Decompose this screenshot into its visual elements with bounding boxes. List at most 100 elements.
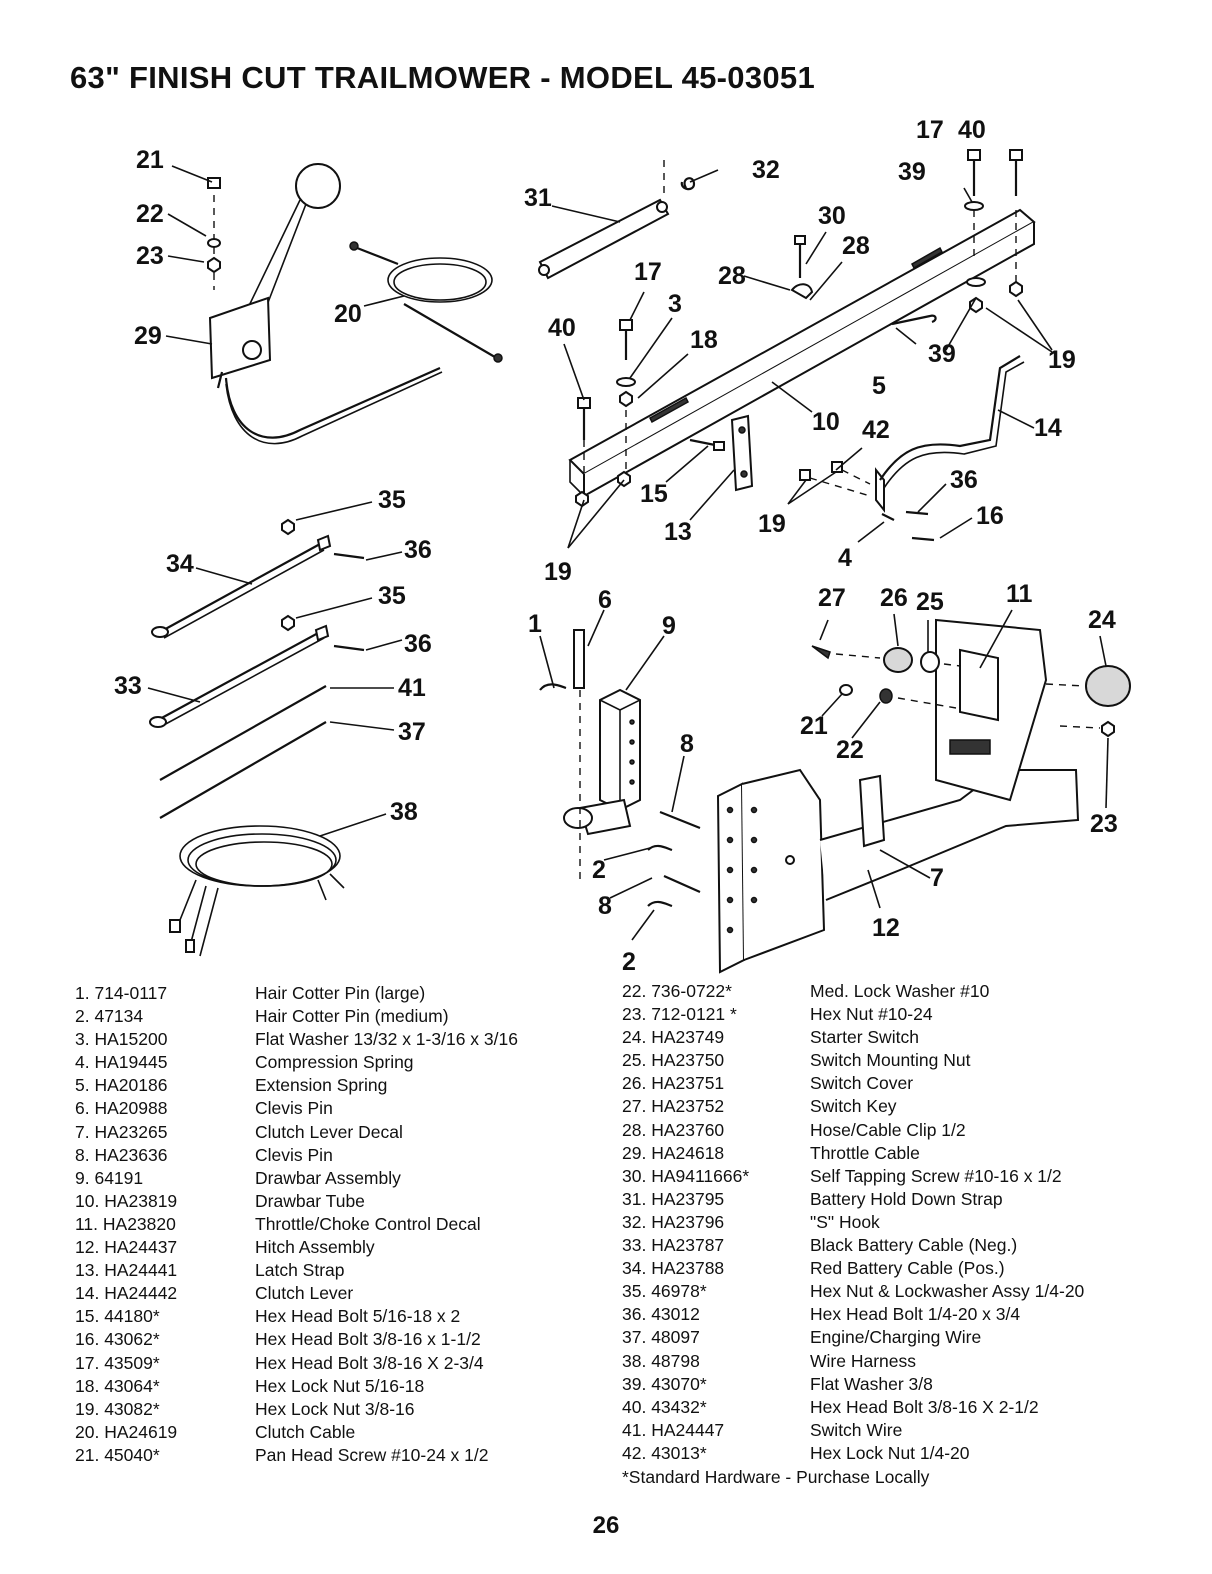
callout-35-bottom: 35 [378,582,406,610]
diagram-svg: 21 22 23 29 20 31 32 17 40 39 30 28 28 1… [114,116,1131,976]
clutch-cable-coil [349,241,503,363]
callout-38: 38 [390,798,418,826]
callout-27: 27 [818,584,846,612]
list-item: 42. 43013*Hex Lock Nut 1/4-20 [622,1442,970,1463]
callout-11: 11 [1006,580,1033,608]
list-item: 23. 712-0121 *Hex Nut #10-24 [622,1004,933,1025]
hitch-assembly [647,618,1080,974]
callout-6: 6 [598,586,612,614]
callout-18: 18 [690,326,718,354]
list-item: 17. 43509*Hex Head Bolt 3/8-16 X 2-3/4 [75,1352,484,1373]
callout-36-bottom: 36 [404,630,432,658]
drawbar-tube [568,208,1036,498]
list-item: 30. HA9411666*Self Tapping Screw #10-16 … [622,1165,1062,1186]
parts-list-right: 22. 736-0722*Med. Lock Washer #10 23. 71… [622,980,1084,1465]
callout-15: 15 [640,480,668,508]
page-title: 63" FINISH CUT TRAILMOWER - MODEL 45-030… [70,60,816,95]
list-item: 39. 43070*Flat Washer 3/8 [622,1373,933,1394]
list-item: 21. 45040*Pan Head Screw #10-24 x 1/2 [75,1444,489,1465]
callout-24: 24 [1088,606,1116,634]
battery-cables [149,518,365,819]
callout-21: 21 [136,146,164,174]
callout-36-top: 36 [404,536,432,564]
callout-22-right: 22 [836,736,864,764]
callout-35-top: 35 [378,486,406,514]
callout-40-top: 40 [958,116,986,144]
callout-37: 37 [398,718,426,746]
callout-8-bottom: 8 [598,892,612,920]
latch-strap [730,414,754,492]
callout-21-right: 21 [800,712,828,740]
exploded-parts-diagram: 21 22 23 29 20 31 32 17 40 39 30 28 28 1… [0,100,1212,980]
callout-32: 32 [752,156,780,184]
callout-39-top: 39 [898,158,926,186]
list-item: 40. 43432*Hex Head Bolt 3/8-16 X 2-1/2 [622,1396,1039,1417]
callout-41: 41 [398,674,426,702]
throttle-bracket [208,296,272,380]
callout-14: 14 [1034,414,1062,442]
callout-29: 29 [134,322,162,350]
clutch-lever [799,355,1025,542]
callout-22: 22 [136,200,164,228]
callout-20: 20 [334,300,362,328]
page-number: 26 [592,1512,620,1539]
callout-25: 25 [916,588,944,616]
callout-2-bottom: 2 [622,948,636,976]
list-item: 16. 43062*Hex Head Bolt 3/8-16 x 1-1/2 [75,1329,481,1350]
throttle-cable-assembly [207,163,443,445]
callout-1: 1 [528,610,542,638]
list-item: 22. 736-0722*Med. Lock Washer #10 [622,981,990,1001]
callout-39-mid: 39 [928,340,956,368]
callout-19-mid: 19 [758,510,786,538]
wire-harness [169,825,345,957]
callout-16: 16 [976,502,1004,530]
callout-numbers: 21 22 23 29 20 31 32 17 40 39 30 28 28 1… [114,116,1118,976]
callout-5: 5 [872,372,886,400]
callout-36-right: 36 [950,466,978,494]
callout-28-left: 28 [718,262,746,290]
callout-10: 10 [812,408,840,436]
throttle-knob [295,163,341,209]
list-item: 32. HA23796"S" Hook [622,1211,880,1232]
callout-42: 42 [862,416,890,444]
standard-hardware-footnote: *Standard Hardware - Purchase Locally [622,1467,930,1487]
list-item: 15. 44180*Hex Head Bolt 5/16-18 x 2 [75,1306,461,1327]
callout-12: 12 [872,914,900,942]
list-item: 35. 46978*Hex Nut & Lockwasher Assy 1/4-… [622,1281,1085,1302]
list-item: 19. 43082*Hex Lock Nut 3/8-16 [75,1398,415,1419]
callout-17-mid: 17 [634,258,662,286]
callout-23: 23 [136,242,164,270]
drawbar-assembly [539,629,641,880]
callout-17-top: 17 [916,116,944,144]
callout-19-left: 19 [544,558,572,586]
callout-19-right: 19 [1048,346,1076,374]
callout-23-right: 23 [1090,810,1118,838]
